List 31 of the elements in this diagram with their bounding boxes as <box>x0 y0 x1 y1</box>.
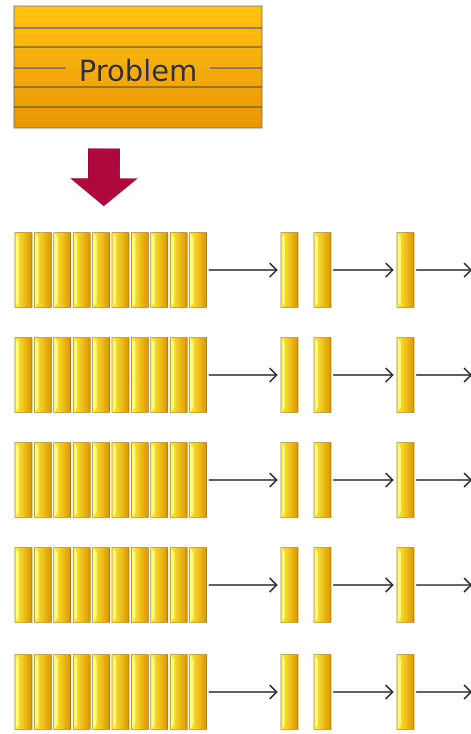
bar-group-drawing <box>396 547 414 623</box>
arrow <box>333 472 394 488</box>
arrow <box>416 262 471 278</box>
bar-group-drawing <box>396 442 414 518</box>
arrow <box>333 262 394 278</box>
problem-box: Problem <box>14 6 262 128</box>
arrow <box>416 577 471 593</box>
bar-group-drawing <box>14 442 207 518</box>
arrow <box>208 472 278 488</box>
bar-group-drawing <box>396 232 414 308</box>
arrow <box>416 367 471 383</box>
bar-group-drawing <box>280 232 332 308</box>
arrow <box>333 367 394 383</box>
bar-group-drawing <box>280 547 332 623</box>
arrow <box>416 472 471 488</box>
bar-group-drawing <box>14 337 207 413</box>
bar-group-drawing <box>396 337 414 413</box>
bar-group-drawing <box>14 654 207 730</box>
arrow <box>208 577 278 593</box>
arrow <box>333 577 394 593</box>
bar-group-drawing <box>280 654 332 730</box>
arrow <box>208 262 278 278</box>
arrow <box>416 684 471 700</box>
bar-group-drawing <box>14 547 207 623</box>
arrow <box>208 367 278 383</box>
arrow <box>208 684 278 700</box>
bar-group-drawing <box>396 654 414 730</box>
bar-group-drawing <box>280 442 332 518</box>
bar-group-drawing <box>280 337 332 413</box>
arrow <box>333 684 394 700</box>
bar-group-drawing <box>14 232 207 308</box>
